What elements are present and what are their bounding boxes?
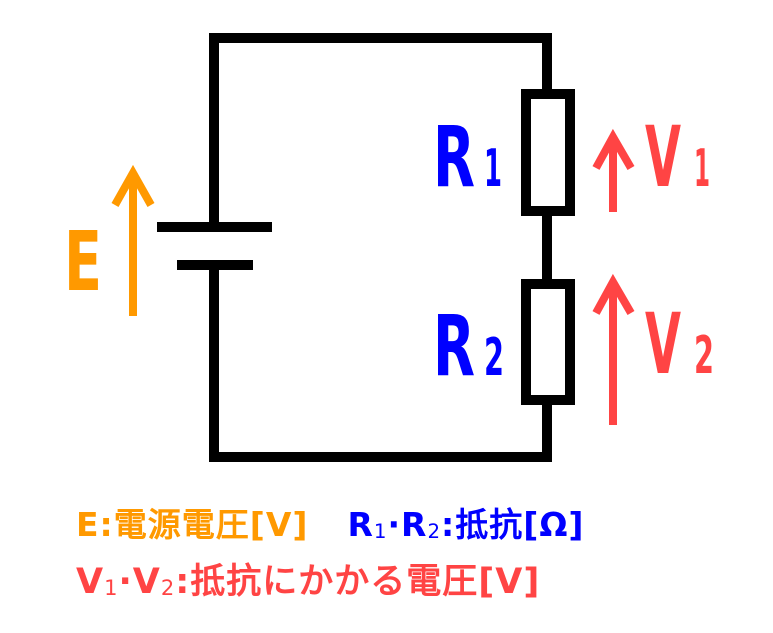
legend-v1-symbol: V [76, 562, 105, 602]
legend-v-dot: · [118, 562, 133, 602]
source-label: E [64, 215, 102, 310]
legend-r1-sub: 1 [373, 519, 388, 543]
resistor-r2-subscript: 2 [484, 328, 504, 388]
resistor-r1 [521, 89, 575, 216]
legend-voltages-sep: : [175, 562, 191, 602]
legend-resistors-sep: : [441, 505, 456, 544]
battery-short-plate [177, 260, 253, 270]
resistor-r2 [521, 279, 575, 405]
legend-v1-sub: 1 [104, 576, 119, 601]
source-voltage-arrow [111, 164, 155, 316]
legend-resistors: R1·R2:抵抗[Ω] [335, 505, 585, 544]
battery-symbol [157, 222, 272, 270]
circuit-diagram: E R 1 R 2 V 1 V 2 [64, 33, 714, 462]
voltage-v1-subscript: 1 [694, 139, 710, 199]
wires [209, 33, 552, 462]
voltage-v2-arrow [592, 273, 635, 425]
legend-source-desc: 電源電圧[V] [113, 505, 309, 544]
voltage-v1-arrow [592, 128, 635, 212]
legend-source-sep: : [99, 505, 114, 544]
legend-r-dot: · [387, 505, 402, 544]
voltage-v2-subscript: 2 [694, 326, 714, 386]
legend-source-symbol: E [76, 505, 100, 544]
legend-source: E:電源電圧[V] [76, 505, 321, 544]
legend-v2-sub: 2 [160, 576, 176, 601]
voltage-v2-label: V [645, 295, 681, 393]
legend-r2-symbol: R [401, 505, 428, 544]
legend-resistors-desc: 抵抗[Ω] [455, 505, 585, 544]
voltage-v1-label: V [645, 108, 681, 206]
battery-long-plate [157, 222, 272, 232]
legend-row-1: E:電源電圧[V] R1·R2:抵抗[Ω] [76, 498, 584, 546]
legend-voltages-desc: 抵抗にかかる電圧[V] [190, 562, 541, 602]
legend-v2-symbol: V [132, 562, 161, 602]
resistor-r2-label: R [433, 297, 475, 395]
legend-r2-sub: 2 [427, 519, 442, 543]
resistor-r1-subscript: 1 [484, 139, 502, 199]
resistor-r1-label: R [433, 108, 475, 206]
legend-row-2: V1·V2:抵抗にかかる電圧[V] [76, 553, 540, 604]
legend-r1-symbol: R [347, 505, 374, 544]
